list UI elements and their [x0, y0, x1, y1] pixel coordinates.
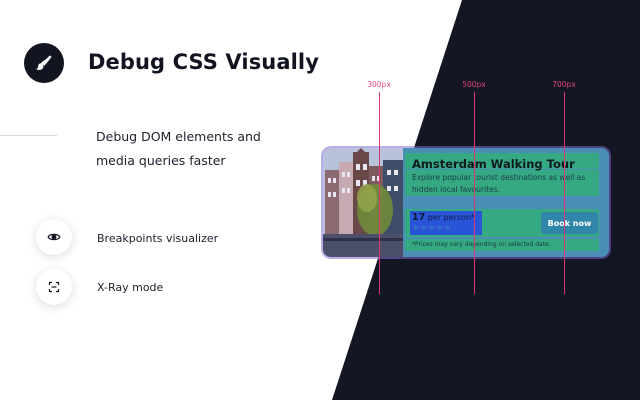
eye-icon: [47, 233, 61, 241]
card-title: Amsterdam Walking Tour: [412, 157, 575, 171]
amsterdam-photo: [323, 148, 403, 257]
brush-icon: [24, 43, 64, 83]
price-box: [410, 211, 482, 235]
star-icon: ★: [420, 223, 428, 232]
card-description: Explore popular tourist destinations as …: [412, 173, 586, 194]
price-disclaimer: *Prices may vary depending on selected d…: [412, 241, 551, 248]
divider: [0, 135, 57, 136]
rating-stars: ★ ★ ★ ★ ★: [412, 223, 452, 232]
feature-label-xray: X-Ray mode: [97, 281, 164, 294]
breakpoint-line-700: [564, 92, 565, 294]
breakpoints-visualizer-button[interactable]: [36, 219, 72, 255]
star-icon: ★: [412, 223, 420, 232]
description-line-1: Debug DOM elements and: [96, 129, 261, 144]
book-now-button[interactable]: Book now: [541, 212, 598, 234]
star-icon: ★: [428, 223, 436, 232]
card-price: 17 per person*: [412, 212, 475, 223]
description: Debug DOM elements and media queries fas…: [96, 125, 296, 173]
star-icon: ★: [444, 223, 452, 232]
breakpoint-label-700: 700px: [552, 80, 576, 89]
breakpoint-line-500: [474, 92, 475, 294]
price-suffix: per person*: [425, 213, 476, 222]
price-value: 17: [412, 212, 426, 223]
xray-overlay-title: [405, 153, 599, 169]
feature-label-breakpoints: Breakpoints visualizer: [97, 232, 219, 245]
breakpoint-line-300: [379, 92, 380, 294]
xray-mode-button[interactable]: [36, 269, 72, 305]
page-title: Debug CSS Visually: [88, 50, 320, 74]
xray-frame-icon: [48, 281, 60, 293]
xray-overlay-note: [405, 239, 599, 251]
description-line-2: media queries faster: [96, 153, 226, 168]
breakpoint-label-300: 300px: [367, 80, 391, 89]
breakpoint-label-500: 500px: [462, 80, 486, 89]
star-icon: ★: [436, 223, 444, 232]
xray-overlay-text: [405, 170, 599, 196]
